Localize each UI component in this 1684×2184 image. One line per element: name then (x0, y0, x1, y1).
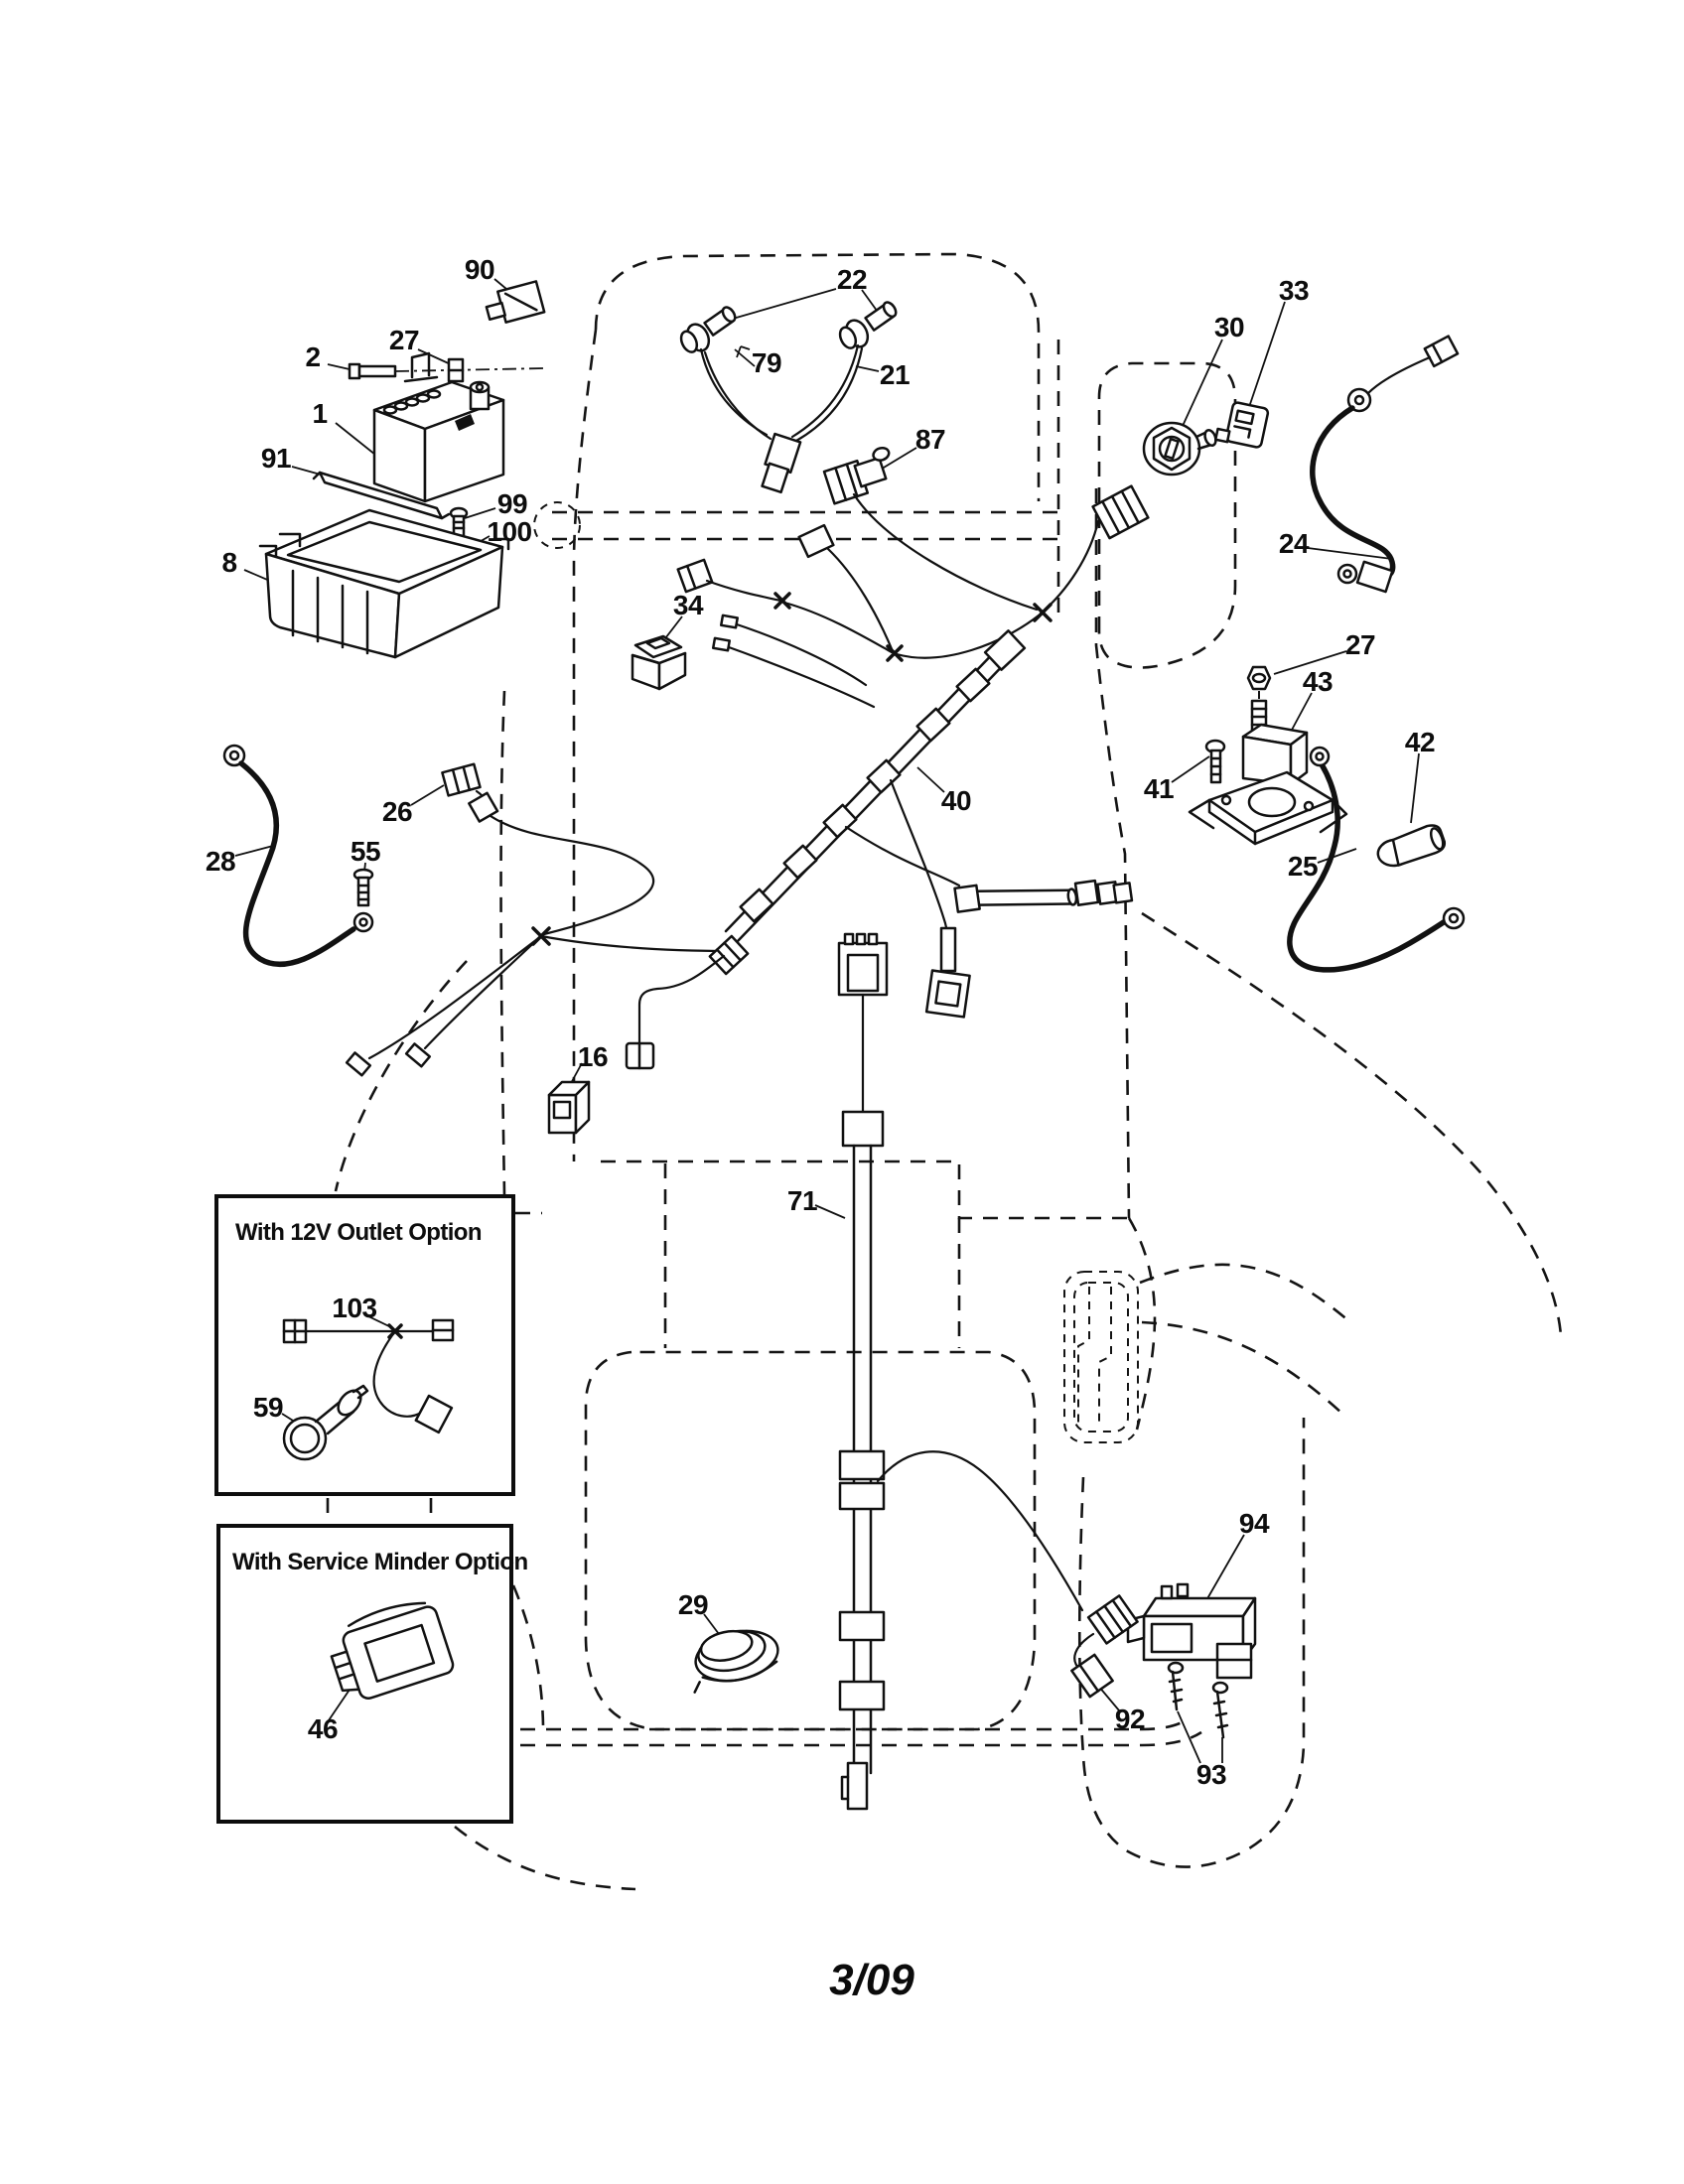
part-label-21: 21 (879, 359, 911, 390)
part-label-2: 2 (305, 341, 321, 372)
part-label-92: 92 (1114, 1704, 1146, 1734)
part-label-42: 42 (1404, 727, 1436, 757)
part-label-28: 28 (205, 846, 236, 877)
part-label-30: 30 (1213, 312, 1245, 342)
part-label-87: 87 (914, 424, 946, 455)
part-label-41: 41 (1143, 773, 1175, 804)
revision-date: 3/09 (829, 1956, 914, 2004)
part-label-91: 91 (260, 443, 292, 474)
part-label-94: 94 (1238, 1508, 1270, 1539)
part-label-40: 40 (940, 785, 972, 816)
ground-screw-55 (352, 868, 374, 907)
part-label-33: 33 (1278, 275, 1310, 306)
part-label-8: 8 (221, 547, 237, 578)
upper-harness-wires (676, 492, 1052, 709)
solenoid-bolt-41 (1204, 739, 1226, 784)
part-label-27-right: 27 (1344, 629, 1376, 660)
part-label-100: 100 (487, 516, 532, 547)
part-label-103: 103 (332, 1293, 377, 1323)
part-label-46: 46 (307, 1713, 339, 1744)
power-outlet-59 (282, 1384, 369, 1461)
ground-cable-28 (222, 744, 374, 968)
part-label-16: 16 (577, 1041, 609, 1072)
part-label-93: 93 (1195, 1759, 1227, 1790)
meter-connector-92 (1070, 1594, 1139, 1699)
part-label-25: 25 (1287, 851, 1319, 882)
strap-harness-71 (837, 932, 1084, 1811)
fuse-26 (441, 762, 654, 936)
part-label-59: 59 (252, 1392, 284, 1423)
chassis-outline (326, 252, 1563, 1891)
service-minder-46 (330, 1601, 455, 1701)
headlight-harness (679, 301, 898, 494)
part-label-79: 79 (751, 347, 782, 378)
battery-nut (447, 357, 465, 383)
part-label-90: 90 (464, 254, 495, 285)
part-label-24: 24 (1278, 528, 1310, 559)
plug-90 (485, 280, 546, 324)
ground-cable-25 (1287, 746, 1466, 973)
battery (372, 380, 505, 503)
part-label-43: 43 (1302, 666, 1333, 697)
part-label-26: 26 (381, 796, 413, 827)
mounting-screws-93 (1167, 1661, 1229, 1739)
service-minder-option-title: With Service Minder Option (232, 1549, 528, 1575)
outlet-option-title: With 12V Outlet Option (235, 1219, 483, 1246)
part-label-71: 71 (786, 1185, 818, 1216)
cover-cap-29 (693, 1629, 779, 1694)
ignition-switch (1142, 421, 1217, 477)
part-label-99: 99 (496, 488, 528, 519)
battery-bracket (403, 351, 439, 383)
outlet-option-box (214, 1194, 515, 1496)
battery-bolt (348, 362, 545, 380)
part-label-29: 29 (677, 1589, 709, 1620)
battery-cable-24 (1310, 335, 1460, 594)
part-label-1: 1 (312, 398, 328, 429)
relay-16 (547, 1080, 591, 1135)
outlet-harness-103 (282, 1318, 455, 1434)
harness-left-branches (345, 926, 733, 1077)
solenoid-assembly (1188, 665, 1348, 846)
connector-near-16 (625, 954, 726, 1070)
hour-meter-94 (1126, 1582, 1257, 1680)
part-label-27-top: 27 (388, 325, 420, 355)
connector-87 (822, 446, 891, 505)
main-wiring-harness (708, 484, 1150, 1019)
service-minder-option-box (216, 1524, 513, 1824)
part-label-34: 34 (672, 590, 704, 620)
switch-34 (631, 634, 687, 691)
part-label-22: 22 (836, 264, 868, 295)
part-label-55: 55 (350, 836, 381, 867)
battery-tray (258, 508, 510, 659)
terminal-boot-42 (1376, 824, 1447, 868)
battery-hold-strap (312, 471, 451, 520)
interlock-module-33 (1213, 401, 1270, 449)
